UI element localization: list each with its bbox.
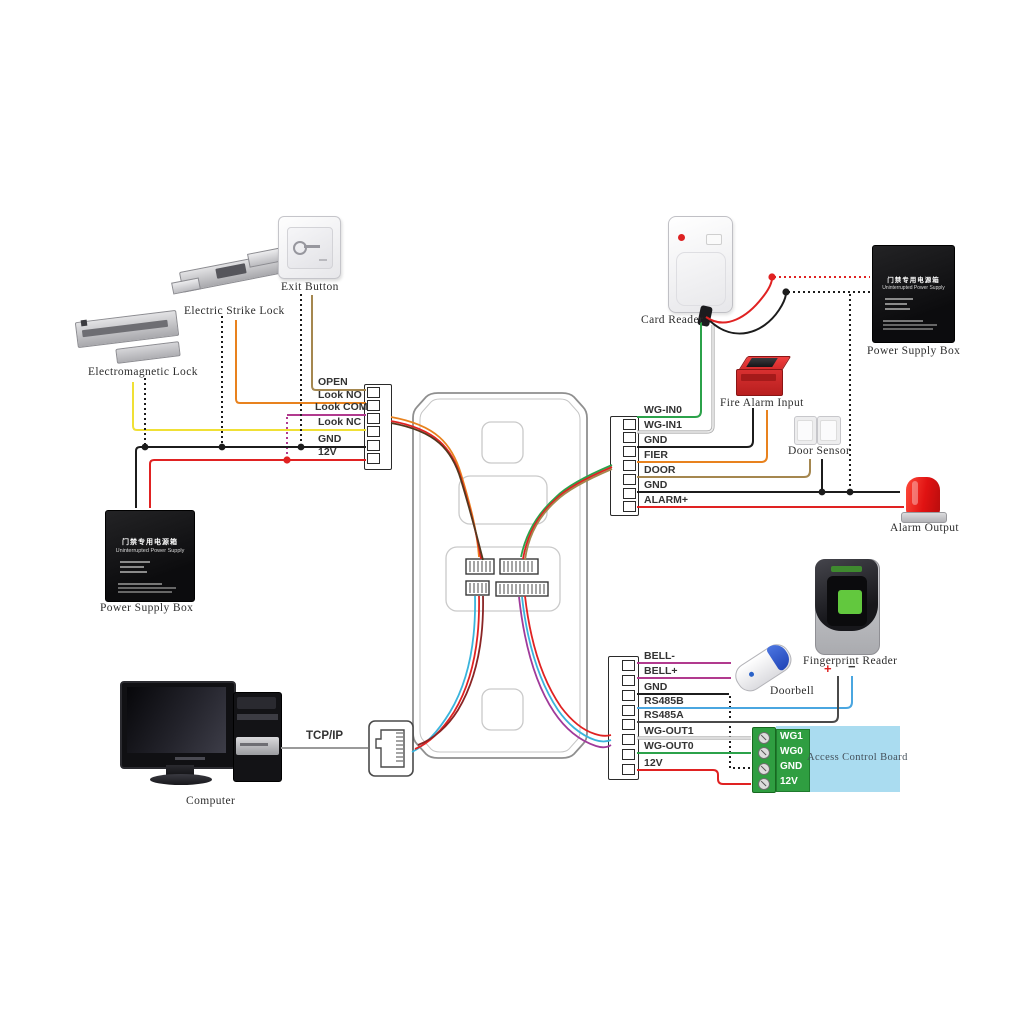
card-reader-label: Card Reader — [641, 314, 704, 326]
pin-label-bell-plus: BELL+ — [644, 665, 678, 677]
terminal-screw — [758, 778, 770, 790]
junction-dot — [297, 443, 305, 451]
fingerprint-plus-label: + — [824, 661, 832, 676]
pin-label-door: DOOR — [644, 464, 676, 476]
pin-label-fier: FIER — [644, 449, 668, 461]
pin-label-gnd-b: GND — [644, 681, 668, 693]
pin-label-wgin0: WG-IN0 — [644, 404, 682, 416]
pin-label-wgout1: WG-OUT1 — [644, 725, 694, 737]
exit-button-label: Exit Button — [281, 281, 339, 293]
junction-dot — [818, 488, 826, 496]
ribbon-left — [390, 416, 484, 561]
left-connector-block — [364, 384, 392, 470]
pin-label-gnd-r2: GND — [644, 479, 668, 491]
power-supply-right-label: Power Supply Box — [867, 345, 961, 357]
pin-label-bell-minus: BELL- — [644, 650, 675, 662]
right-connector-block — [610, 416, 639, 516]
psu-subtitle: Uninterrupted Power Supply — [115, 548, 185, 554]
card-reader-image — [668, 216, 733, 313]
terminal-label-strip — [776, 729, 810, 792]
terminal-screw — [758, 763, 770, 775]
doorbell-label: Doorbell — [770, 685, 815, 697]
junction-dot-red — [768, 273, 776, 281]
junction-dot — [846, 488, 854, 496]
pin-label-12v-b: 12V — [644, 757, 663, 769]
fingerprint-reader-label: Fingerprint Reader — [803, 655, 898, 667]
terminal-block — [752, 727, 776, 793]
rj45-jack — [368, 720, 414, 777]
board-pin-gnd: GND — [780, 761, 803, 772]
ribbon-bottom-right — [518, 595, 612, 749]
wire-12v-bottom — [637, 769, 751, 785]
wire-wgin0 — [637, 322, 702, 418]
access-keypad-back-panel — [412, 392, 588, 759]
junction-dot — [141, 443, 149, 451]
computer-label: Computer — [186, 795, 236, 807]
electromagnetic-lock-label: Electromagnetic Lock — [88, 366, 198, 378]
board-pin-12v: 12V — [780, 776, 798, 787]
pin-label-open: OPEN — [318, 376, 348, 388]
exit-button-image[interactable] — [278, 216, 341, 279]
door-sensor-label: Door Sensor — [788, 445, 851, 457]
ribbon-right — [520, 464, 613, 561]
pin-label-alarm-plus: ALARM+ — [644, 494, 689, 506]
terminal-screw — [758, 732, 770, 744]
wire-gnd-bottom-dotted — [729, 696, 751, 769]
pin-label-look-nc: Look NC — [318, 416, 362, 428]
pin-header-blocks — [465, 558, 549, 597]
board-pin-wg0: WG0 — [780, 746, 803, 757]
board-pin-wg1: WG1 — [780, 731, 803, 742]
bottom-connector-block — [608, 656, 639, 780]
pin-label-look-com: Look COM — [315, 401, 368, 413]
electric-strike-lock-label: Electric Strike Lock — [184, 305, 285, 317]
power-supply-box-left: 门禁专用电源箱 Uninterrupted Power Supply — [105, 510, 195, 602]
pin-label-gnd-left: GND — [318, 433, 342, 445]
fingerprint-minus-label: − — [848, 659, 856, 674]
pin-label-rs485a: RS485A — [644, 709, 684, 721]
power-supply-left-label: Power Supply Box — [100, 602, 194, 614]
pin-label-rs485b: RS485B — [644, 695, 684, 707]
junction-dot-red — [283, 456, 291, 464]
junction-dot — [782, 288, 790, 296]
fire-alarm-label: Fire Alarm Input — [720, 397, 804, 409]
pin-label-wgout0: WG-OUT0 — [644, 740, 694, 752]
pin-label-wgin1: WG-IN1 — [644, 419, 682, 431]
key-icon — [293, 241, 307, 255]
alarm-output-label: Alarm Output — [890, 522, 959, 534]
terminal-screw — [758, 747, 770, 759]
psu-subtitle: Uninterrupted Power Supply — [882, 285, 945, 291]
access-control-board-label: Access Control Board — [807, 752, 908, 763]
psu-title-cn: 门禁专用电源箱 — [887, 277, 940, 284]
power-supply-box-right: 门禁专用电源箱 Uninterrupted Power Supply — [872, 245, 955, 343]
pin-label-12v-left: 12V — [318, 446, 337, 458]
ribbon-bottom-left — [411, 595, 484, 753]
psu-title-cn: 门禁专用电源箱 — [122, 539, 178, 546]
pin-label-look-no: Look NO — [318, 389, 362, 401]
tcpip-label: TCP/IP — [306, 730, 344, 742]
junction-dot — [218, 443, 226, 451]
wire-12v-left — [149, 459, 366, 508]
pin-label-gnd-r1: GND — [644, 434, 668, 446]
led-indicator — [678, 234, 685, 241]
